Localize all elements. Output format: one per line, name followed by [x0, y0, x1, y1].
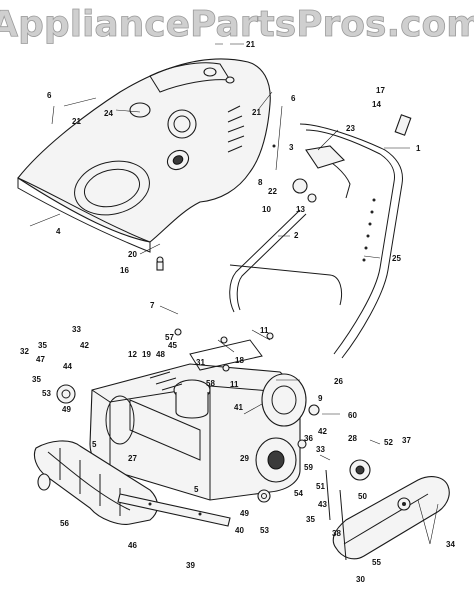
callout-label: 26 [334, 377, 343, 386]
callout-label: 28 [348, 434, 357, 443]
callout-label: 25 [392, 254, 401, 263]
callout-label: 48 [156, 350, 165, 359]
callout-label: 12 [128, 350, 137, 359]
callout-label: 16 [120, 266, 129, 275]
callout-label: 56 [60, 519, 69, 528]
callout-label: 18 [235, 356, 244, 365]
callout-label: 58 [206, 379, 215, 388]
callout-label: 40 [235, 526, 244, 535]
callout-label: 35 [306, 515, 315, 524]
callout-label: 33 [72, 325, 81, 334]
callout-label: 50 [358, 492, 367, 501]
callout-label: 27 [128, 454, 137, 463]
callout-label: 1 [416, 144, 421, 153]
callout-label: 60 [348, 411, 357, 420]
callout-label: 23 [346, 124, 355, 133]
callout-label: 21 [72, 117, 81, 126]
callout-label: 5 [92, 440, 97, 449]
upper-housing [17, 58, 271, 253]
callout-label: 32 [20, 347, 29, 356]
callout-label: 5 [194, 485, 199, 494]
callout-label: 36 [304, 434, 313, 443]
shave-plate [117, 493, 231, 527]
callout-label: 21 [246, 40, 255, 49]
callout-label: 53 [260, 526, 269, 535]
callout-label: 8 [258, 178, 263, 187]
callout-label: 49 [62, 405, 71, 414]
callout-label: 11 [230, 380, 239, 389]
callout-label: 37 [402, 436, 411, 445]
callout-label: 24 [104, 109, 113, 118]
callout-label: 20 [128, 250, 137, 259]
callout-label: 35 [32, 375, 41, 384]
callout-label: 45 [168, 341, 177, 350]
callout-label: 49 [240, 509, 249, 518]
callout-label: 17 [376, 86, 385, 95]
leader-lines [29, 43, 439, 545]
callout-label: 51 [316, 482, 325, 491]
callout-label: 42 [80, 341, 89, 350]
callout-label: 34 [446, 540, 455, 549]
callout-label: 22 [268, 187, 277, 196]
callout-label: 10 [262, 205, 271, 214]
callout-label: 57 [165, 333, 174, 342]
callout-label: 47 [36, 355, 45, 364]
callout-label: 44 [63, 362, 72, 371]
callout-label: 54 [294, 489, 303, 498]
callout-label: 29 [240, 454, 249, 463]
callout-label: 6 [47, 91, 52, 100]
callout-label: 39 [186, 561, 195, 570]
callout-label: 46 [128, 541, 137, 550]
callout-label: 35 [38, 341, 47, 350]
callout-label: 6 [291, 94, 296, 103]
callout-label: 42 [318, 427, 327, 436]
handle-assembly [229, 114, 412, 359]
callout-label: 30 [356, 575, 365, 584]
callout-label: 33 [316, 445, 325, 454]
callout-label: 2 [294, 231, 299, 240]
callout-label: 14 [372, 100, 381, 109]
callout-label: 55 [372, 558, 381, 567]
callout-label: 31 [196, 358, 205, 367]
callout-label: 41 [234, 403, 243, 412]
callout-label: 43 [318, 500, 327, 509]
callout-label: 3 [289, 143, 294, 152]
callout-label: 4 [56, 227, 61, 236]
callout-label: 59 [304, 463, 313, 472]
callout-label: 52 [384, 438, 393, 447]
callout-label: 11 [260, 326, 269, 335]
callout-label: 21 [252, 108, 261, 117]
drive-parts [56, 256, 371, 561]
callout-label: 53 [42, 389, 51, 398]
callout-label: 7 [150, 301, 155, 310]
callout-labels: 21 6 21 24 6 21 17 14 23 3 1 8 22 10 13 … [20, 40, 455, 584]
callout-label: 9 [318, 394, 323, 403]
callout-label: 19 [142, 350, 151, 359]
callout-label: 38 [332, 529, 341, 538]
watermark: AppliancePartsPros.com [0, 4, 474, 45]
belt-cover [332, 476, 450, 560]
callout-label: 13 [296, 205, 305, 214]
lower-housing [89, 339, 307, 501]
